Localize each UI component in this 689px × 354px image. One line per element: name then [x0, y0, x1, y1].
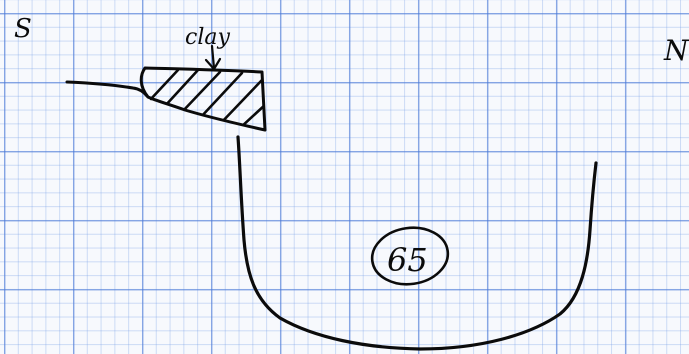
north-direction-label: N: [663, 34, 689, 67]
pit-number-label: 65: [387, 241, 428, 279]
clay-hatching: [150, 70, 266, 128]
ground-surface-line: [67, 82, 147, 96]
clay-label: clay: [185, 25, 230, 50]
south-direction-label: S: [14, 14, 32, 44]
